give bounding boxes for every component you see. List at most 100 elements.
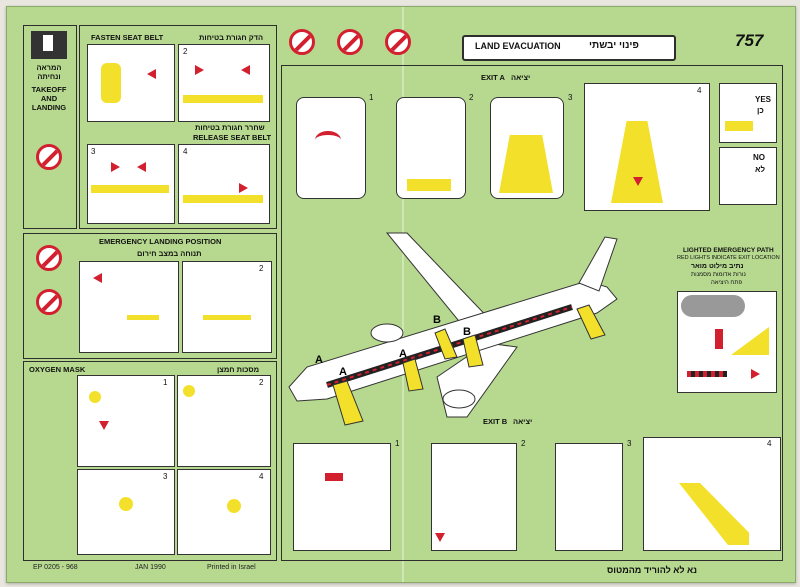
release-belt-label-en: RELEASE SEAT BELT [193, 133, 272, 142]
arrow-icon [241, 65, 250, 75]
brace-title-he: תנוחה במצב חירום [137, 249, 202, 258]
no-smoking-icon [36, 144, 62, 170]
arrow-icon [93, 273, 102, 283]
inflated-slide [499, 135, 553, 193]
floor-path [687, 371, 727, 377]
exit-b-step-4 [643, 437, 781, 551]
exit-a-label-he: יציאה [511, 73, 531, 82]
exit-marker-b-right: B [463, 326, 471, 338]
seatbelt-strap [203, 315, 251, 320]
no-luggage-icon [36, 289, 62, 315]
belt-strap [91, 185, 169, 193]
takeoff-panel [23, 25, 77, 229]
fasten-belt-label-en: FASTEN SEAT BELT [91, 33, 164, 42]
slide-b-left [434, 328, 458, 360]
arrow-icon [435, 533, 445, 542]
seatbelt-strap [127, 315, 159, 320]
lighted-path-sub-he1: נורות אדומות מסמנות [691, 272, 746, 278]
exit-b-step-1 [293, 443, 391, 551]
brace-title-en: EMERGENCY LANDING POSITION [99, 237, 222, 246]
release-belt-label-he: שחרר חגורת בטיחות [195, 123, 265, 132]
oxygen-mask-icon [227, 499, 241, 513]
oxygen-title-en: OXYGEN MASK [29, 365, 86, 374]
arrow-icon [195, 65, 204, 75]
land-evacuation-title [462, 35, 676, 61]
belt-strap [183, 195, 263, 203]
smoke-cloud [681, 295, 745, 317]
step-number: 4 [259, 472, 264, 481]
lighted-path-en: LIGHTED EMERGENCY PATH [683, 247, 774, 254]
exit-a-label-en: EXIT A [481, 73, 505, 82]
tail-fin [578, 236, 618, 292]
seatbelt-sign-glyph [43, 35, 53, 51]
step-number: 3 [568, 93, 573, 102]
lighted-path-sub-en: RED LIGHTS INDICATE EXIT LOCATION [677, 255, 780, 261]
oxygen-step-1 [77, 375, 175, 467]
safety-card: המראה ונחיתה TAKEOFF AND LANDING FASTEN … [6, 6, 796, 583]
step-number: 2 [183, 47, 188, 56]
seatbelt-step-4 [178, 144, 270, 224]
no-smoking-icon [289, 29, 315, 55]
oxygen-step-4 [177, 469, 271, 555]
step-number: 4 [697, 86, 702, 95]
yes-label-he: כן [757, 106, 764, 115]
arrow-icon [239, 183, 248, 193]
lighted-path-sub-he2: פתח היציאה [711, 280, 743, 286]
slide-icon [725, 121, 753, 131]
lighted-path-he: נתיב מילוט מואר [691, 263, 744, 270]
aircraft-model: 757 [735, 31, 764, 50]
evacuation-title-he: פינוי יבשתי [589, 40, 639, 51]
no-smoking-icon [36, 245, 62, 271]
exit-b-step-2 [431, 443, 517, 551]
oxygen-mask-icon [89, 391, 101, 403]
oxygen-step-3 [77, 469, 175, 555]
takeoff-label-en: TAKEOFF AND LANDING [31, 85, 67, 112]
yes-panel [719, 83, 777, 143]
seatbelt-step-2 [178, 44, 270, 122]
step-number: 4 [767, 439, 772, 448]
exit-marker-b-left: B [433, 314, 441, 326]
engine-left [370, 323, 404, 343]
no-panel [719, 147, 777, 205]
step-number: 1 [163, 378, 168, 387]
exit-marker-a-front: A [315, 354, 323, 366]
step-number: 3 [627, 439, 632, 448]
exit-marker-a-rear: A [399, 348, 407, 360]
evacuation-title-en: LAND EVACUATION [475, 41, 561, 51]
aircraft-diagram: A A B B A [288, 232, 618, 426]
oxygen-mask-icon [119, 497, 133, 511]
slide-pack [407, 179, 451, 191]
no-label-he: לא [755, 165, 766, 174]
step-number: 3 [91, 147, 96, 156]
evacuation-panel [281, 65, 783, 561]
seatbelt-panel [79, 25, 277, 229]
step-number: 2 [259, 378, 264, 387]
no-luggage-icon [385, 29, 411, 55]
yes-label-en: YES [755, 95, 772, 104]
door-handle-icon [325, 473, 343, 481]
printed-in: Printed in Israel [207, 564, 256, 571]
brace-step-2 [182, 261, 272, 353]
step-number: 3 [163, 472, 168, 481]
arrow-icon [633, 177, 643, 186]
step-number: 2 [521, 439, 526, 448]
belt-strap [183, 95, 263, 103]
oxygen-panel [23, 361, 277, 561]
exit-marker-a-mid: A [339, 366, 347, 378]
arrow-icon [137, 162, 146, 172]
slide-a-front [332, 380, 364, 426]
do-not-remove-he: נא לא להוריד מהמטוס [607, 565, 698, 575]
card-date: JAN 1990 [135, 564, 166, 571]
step-number: 1 [395, 439, 400, 448]
no-label-en: NO [753, 153, 765, 162]
arrow-icon [147, 69, 156, 79]
slide-a-mid [402, 358, 424, 392]
step-number: 4 [183, 147, 188, 156]
no-shoes-icon [337, 29, 363, 55]
arrow-icon [99, 421, 109, 430]
exit-light [715, 329, 723, 349]
step-number: 1 [369, 93, 374, 102]
door-handle-arrow [315, 131, 341, 149]
step-number: 2 [259, 264, 264, 273]
arrow-icon [111, 162, 120, 172]
